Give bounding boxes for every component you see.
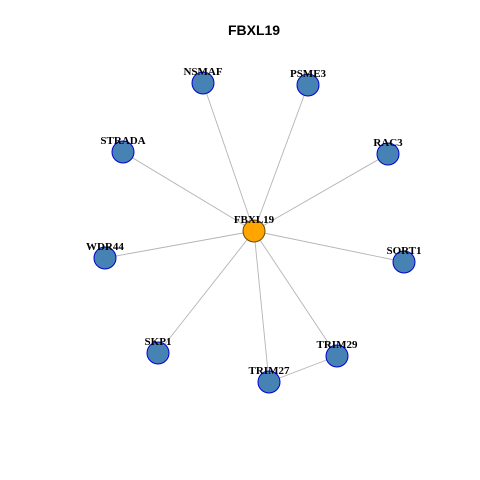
edge-fbxl19-rac3: [253, 153, 389, 232]
edge-fbxl19-trim29: [253, 230, 338, 357]
edge-fbxl19-psme3: [253, 84, 309, 232]
node-label-strada: STRADA: [100, 135, 145, 147]
node-label-nsmaf: NSMAF: [183, 66, 222, 78]
node-label-sort1: SORT1: [386, 245, 421, 257]
node-trim29: [325, 344, 349, 368]
node-label-skp1: SKP1: [145, 336, 172, 348]
diagram-title: FBXL19: [228, 22, 280, 38]
node-nsmaf: [191, 71, 215, 95]
node-rac3: [376, 142, 400, 166]
edge-fbxl19-sort1: [253, 230, 405, 263]
node-label-psme3: PSME3: [290, 68, 327, 80]
node-trim27: [257, 370, 281, 394]
node-label-wdr44: WDR44: [86, 241, 124, 253]
node-wdr44: [93, 246, 117, 270]
edge-fbxl19-trim27: [253, 230, 270, 383]
edge-trim27-trim29: [268, 355, 338, 383]
node-label-fbxl19: FBXL19: [234, 214, 275, 226]
node-sort1: [392, 250, 416, 274]
node-psme3: [296, 73, 320, 97]
node-label-trim29: TRIM29: [317, 339, 358, 351]
edge-fbxl19-nsmaf: [202, 82, 255, 232]
node-label-rac3: RAC3: [373, 137, 403, 149]
node-strada: [111, 140, 135, 164]
edge-fbxl19-wdr44: [104, 230, 255, 259]
edge-fbxl19-skp1: [157, 230, 255, 354]
nodes-layer: [93, 71, 416, 394]
node-fbxl19: [242, 219, 266, 243]
node-label-trim27: TRIM27: [249, 365, 290, 377]
node-skp1: [146, 341, 170, 365]
edge-fbxl19-strada: [122, 151, 255, 232]
edges-layer: [104, 82, 405, 383]
